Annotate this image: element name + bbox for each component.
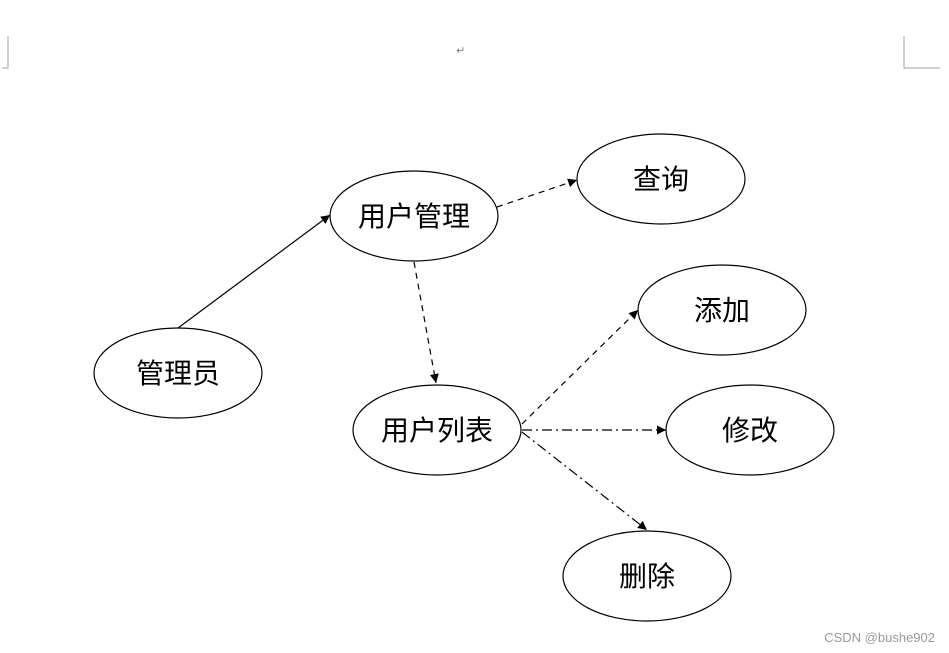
node-delete-ellipse <box>562 530 732 622</box>
node-edit-label: 修改 <box>722 414 778 447</box>
paragraph-mark: ↵ <box>456 44 465 57</box>
node-admin-label: 管理员 <box>136 357 220 390</box>
node-query-ellipse <box>576 133 746 225</box>
node-admin: 管理员 <box>93 327 263 419</box>
crop-mark-right <box>903 36 940 69</box>
watermark: CSDN @bushe902 <box>824 630 935 645</box>
node-user-list: 用户列表 <box>352 384 522 476</box>
page-crop-marks <box>2 36 940 69</box>
node-query: 查询 <box>576 133 746 225</box>
node-delete: 删除 <box>562 530 732 622</box>
edge-user-list-to-delete <box>521 431 648 531</box>
node-user-mgmt: 用户管理 <box>329 170 499 262</box>
node-edit: 修改 <box>665 384 835 476</box>
node-add: 添加 <box>637 264 807 356</box>
node-admin-ellipse <box>93 327 263 419</box>
node-user-list-label: 用户列表 <box>381 414 493 447</box>
node-edit-ellipse <box>665 384 835 476</box>
edge-user-list-to-add <box>521 309 639 425</box>
node-add-label: 添加 <box>694 294 750 327</box>
crop-mark-left <box>2 36 9 69</box>
edge-admin-to-user-mgmt <box>177 214 331 329</box>
node-user-mgmt-label: 用户管理 <box>358 200 470 233</box>
edges-group <box>177 178 666 531</box>
node-add-ellipse <box>637 264 807 356</box>
node-user-mgmt-ellipse <box>329 170 499 262</box>
node-query-label: 查询 <box>633 163 689 196</box>
node-delete-label: 删除 <box>619 560 675 593</box>
edge-user-mgmt-to-user-list <box>413 261 439 384</box>
node-user-list-ellipse <box>352 384 522 476</box>
edge-user-mgmt-to-query <box>496 178 578 208</box>
